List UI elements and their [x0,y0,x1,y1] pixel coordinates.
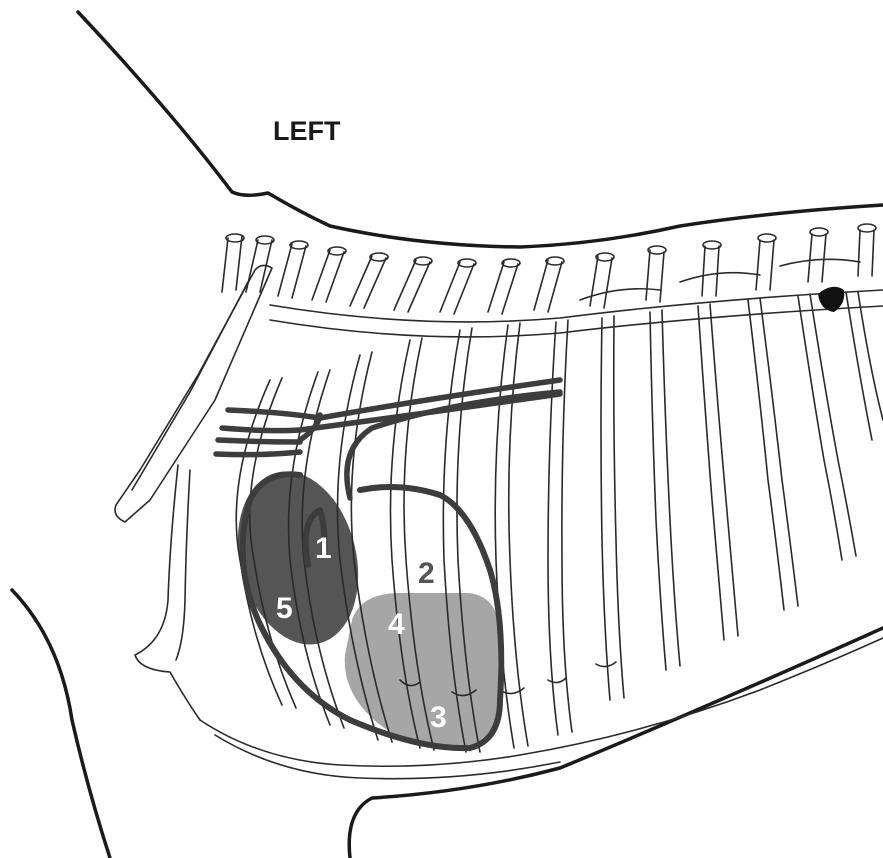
vena-cava-lower [216,452,300,455]
vertebral-column [222,224,883,337]
body-outline-top [78,12,883,247]
area-number-3: 3 [430,701,447,734]
area-number-2: 2 [418,557,435,590]
area-number-5: 5 [276,592,293,625]
side-label: LEFT [273,116,341,146]
area-number-4: 4 [388,608,405,641]
body-outline-bottom [12,590,110,858]
vena-cava-upper [218,440,300,442]
scapula [115,265,272,522]
area-number-1: 1 [315,532,332,565]
forelimb-bones [135,465,200,720]
